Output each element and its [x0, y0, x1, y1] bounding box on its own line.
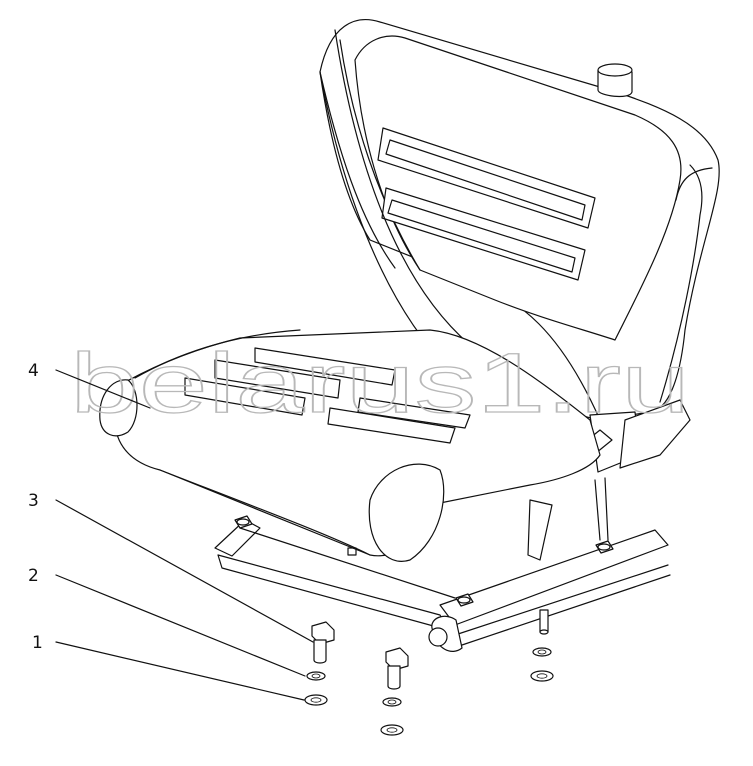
seat-backrest: [319, 19, 720, 421]
leader-line-1: [55, 641, 305, 701]
washer-spring-left: [306, 671, 326, 681]
leader-line-3: [55, 499, 314, 643]
leader-line-4: [55, 369, 151, 409]
watermark-text: belarus1.ru: [70, 336, 690, 430]
frame-nut-1: [234, 515, 253, 529]
washer-flat-left: [304, 694, 328, 706]
leader-line-2: [55, 574, 306, 677]
callout-leaders: [55, 369, 314, 701]
bolt-center: [385, 647, 409, 690]
bolt-left: [311, 621, 335, 664]
callout-number-1: 1: [32, 633, 43, 653]
washer-flat-center: [380, 724, 404, 736]
seat-frame: [214, 477, 671, 652]
callout-number-3: 3: [28, 491, 39, 511]
seat-cushion: [99, 329, 601, 562]
frame-nut-2: [455, 593, 474, 607]
callout-number-2: 2: [28, 566, 39, 586]
washer-spring-center: [382, 697, 402, 707]
washer-flat-right: [530, 670, 554, 682]
washer-spring-right: [532, 647, 552, 657]
frame-nut-3: [595, 540, 614, 554]
callout-number-4: 4: [28, 361, 39, 381]
